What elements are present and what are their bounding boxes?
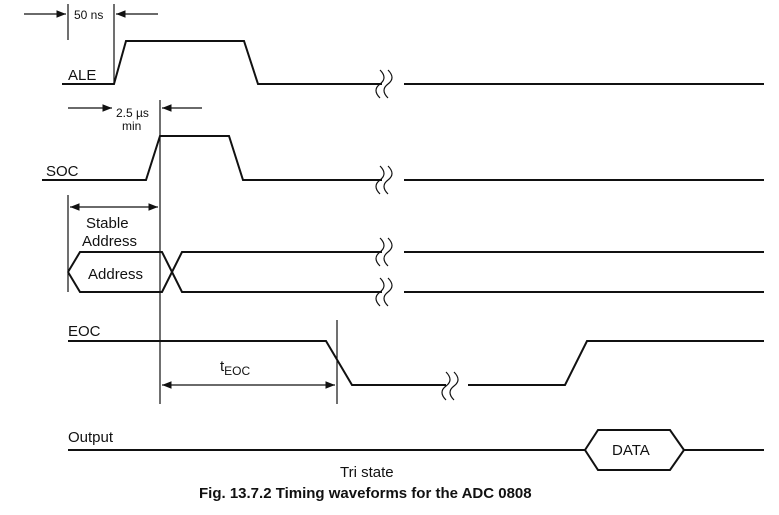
eoc-break-icon [441, 371, 459, 401]
eoc-label: EOC [68, 323, 101, 340]
t25-label: 2.5 µs [116, 106, 149, 120]
ale-waveform [62, 40, 382, 85]
output-label: Output [68, 429, 114, 446]
address-bottom-break-icon [375, 277, 393, 307]
ale-break-icon [375, 69, 393, 99]
address-bus [67, 251, 382, 293]
figure-caption: Fig. 13.7.2 Timing waveforms for the ADC… [199, 485, 532, 502]
ale-label: ALE [68, 67, 96, 84]
data-label: DATA [612, 442, 650, 459]
tristate-label: Tri state [340, 464, 394, 481]
stable-label-1: Stable [86, 215, 129, 232]
address-top-break-icon [375, 237, 393, 267]
t50-label: 50 ns [74, 8, 103, 22]
address-label: Address [88, 266, 143, 283]
soc-label: SOC [46, 163, 79, 180]
soc-break-icon [375, 165, 393, 195]
stable-label-2: Address [82, 233, 137, 250]
eoc-waveform [68, 340, 446, 386]
eoc-waveform-cont [468, 340, 764, 386]
t25-min-label: min [122, 119, 141, 133]
teoc-label: tEOC [220, 358, 251, 378]
soc-waveform [42, 135, 382, 181]
